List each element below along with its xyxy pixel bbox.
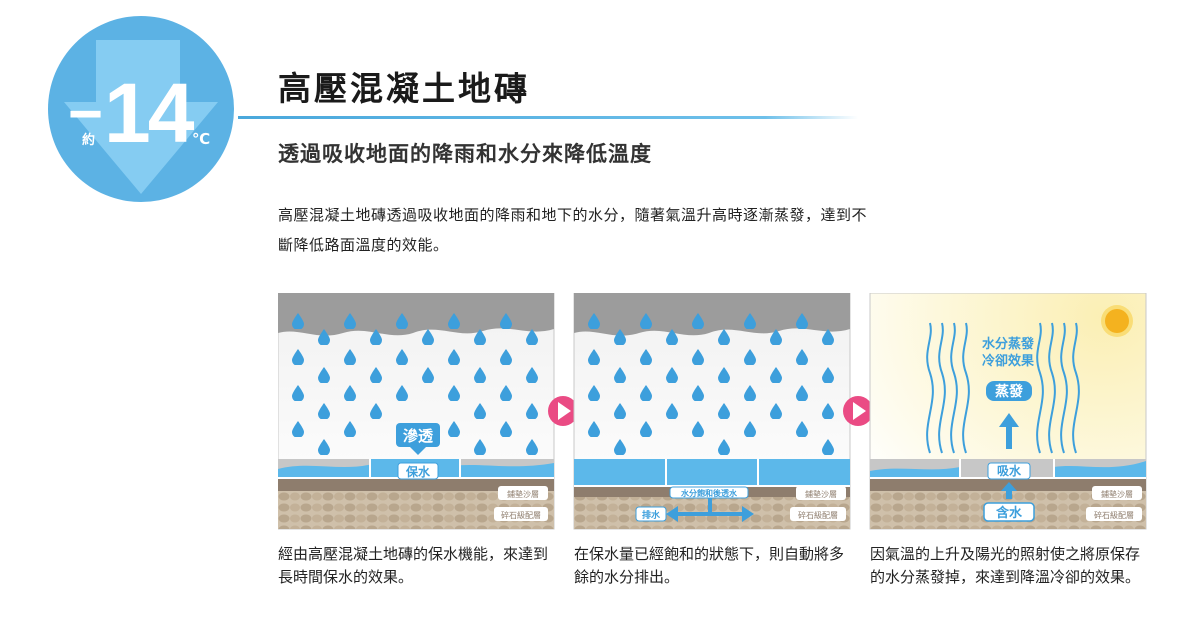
- cloud-icon: [574, 293, 850, 336]
- label-gravel-layer: 碎石級配層: [798, 510, 838, 520]
- caption-retain: 經由高壓混凝土地磚的保水機能，來達到長時間保水的效果。: [278, 545, 549, 586]
- callout-saturated: 水分飽和後透水: [680, 488, 738, 498]
- panel-drain: 水分飽和後透水 排水 鋪墊沙層 碎石級配層: [573, 293, 851, 530]
- callout-evaporate: 蒸發: [995, 383, 1024, 400]
- label-sand-layer: 鋪墊沙層: [1101, 489, 1133, 499]
- panel-evaporate: 水分蒸發 冷卻效果 蒸發 吸水 含水 鋪墊沙層 碎石級配層: [869, 293, 1147, 530]
- sun-icon: [1101, 305, 1133, 337]
- title-divider: [238, 116, 858, 119]
- up-arrow-icon: [999, 413, 1019, 449]
- callout-infiltrate: 滲透: [403, 427, 434, 445]
- badge-prefix: 約: [82, 132, 95, 148]
- cloud-icon: [278, 293, 554, 336]
- label-gravel-layer: 碎石級配層: [501, 510, 541, 520]
- page-subtitle: 透過吸收地面的降雨和水分來降低溫度: [278, 142, 652, 166]
- label-sand-layer: 鋪墊沙層: [805, 489, 837, 499]
- double-arrow-icon: [666, 506, 754, 522]
- play-arrow-icon: [843, 396, 873, 426]
- badge-unit: ℃: [192, 130, 210, 148]
- up-arrow-icon: [1001, 482, 1017, 499]
- page-title: 高壓混凝土地磚: [278, 69, 530, 108]
- label-gravel-layer: 碎石級配層: [1094, 510, 1134, 520]
- temperature-badge: − 14 約 ℃: [48, 16, 234, 202]
- callout-contain-water: 含水: [995, 505, 1023, 521]
- badge-number: 14: [104, 66, 195, 160]
- label-sand-layer: 鋪墊沙層: [507, 489, 539, 499]
- steam-icon: [926, 322, 1080, 454]
- callout-cooling: 冷卻效果: [982, 353, 1034, 369]
- callout-drain: 排水: [642, 509, 661, 521]
- page-description: 高壓混凝土地磚透過吸收地面的降雨和地下的水分，隨著氣溫升高時逐漸蒸發，達到不斷降…: [278, 206, 868, 254]
- caption-evaporate: 因氣溫的上升及陽光的照射使之將原保存的水分蒸發掉，來達到降溫冷卻的效果。: [870, 545, 1141, 586]
- down-arrow-icon: [64, 40, 218, 194]
- play-arrow-icon: [548, 396, 578, 426]
- callout-evaporation: 水分蒸發: [982, 336, 1034, 352]
- callout-absorb: 吸水: [997, 463, 1022, 478]
- caption-drain: 在保水量已經飽和的狀態下，則自動將多餘的水分排出。: [574, 545, 845, 586]
- process-diagram: 滲透 保水 鋪墊沙層 碎石級配層 水分飽和後透水: [278, 293, 1158, 533]
- callout-retain: 保水: [405, 464, 431, 479]
- panel-retain: 滲透 保水 鋪墊沙層 碎石級配層: [278, 293, 555, 530]
- badge-sign: −: [68, 80, 103, 147]
